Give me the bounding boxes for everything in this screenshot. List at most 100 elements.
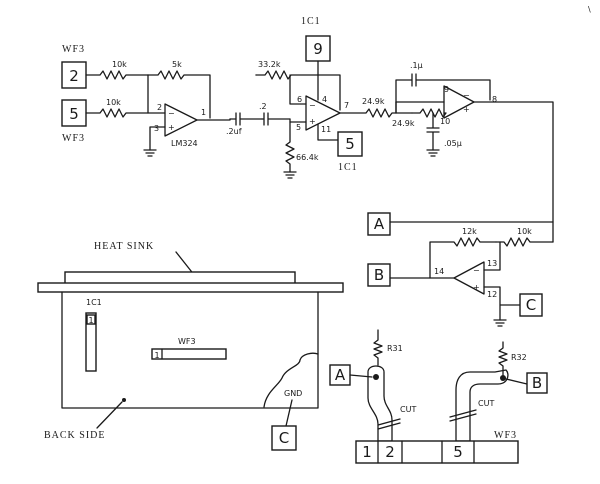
resistor-66k xyxy=(285,121,295,173)
u2-pin6: 6 xyxy=(297,95,302,104)
u2-pin4: 4 xyxy=(322,95,327,104)
heat-sink-plate xyxy=(37,282,344,293)
detail-wf3-label: WF3 xyxy=(494,430,517,441)
wire-u4-inv xyxy=(483,241,501,271)
opamp-u3 xyxy=(443,85,475,119)
stage-2: 1C1 9 33.2k − + 6 4 7 5 11 5 1C1 66.4k xyxy=(255,16,363,179)
back-side-dot xyxy=(122,398,126,402)
connector-c-board xyxy=(271,425,297,451)
capacitor-2-label: .2 xyxy=(259,102,267,111)
ic1-label-top: 1C1 xyxy=(301,16,321,27)
u4-pin12: 12 xyxy=(487,290,497,299)
resistor-33k-label: 33.2k xyxy=(258,60,281,69)
gnd-region-outline xyxy=(263,352,319,408)
buffer-stage: A 10k 12k B − + 14 13 12 C xyxy=(367,212,554,327)
r31-trace xyxy=(367,365,393,442)
wiring-detail: R31 A CUT R32 B CUT WF3 1 2 5 xyxy=(329,329,548,464)
resistor-r32 xyxy=(498,341,508,376)
resistor-249-b xyxy=(411,108,447,118)
connector-a-top-label: A xyxy=(374,215,385,233)
detail-pin2: 2 xyxy=(385,443,395,461)
stage-3: 24.9k .1μ 24.9k .05μ − + 9 10 8 xyxy=(339,61,554,223)
u3-pin9: 9 xyxy=(444,85,449,94)
wire-u2-noninv xyxy=(289,118,307,123)
input-box-5-label: 5 xyxy=(69,105,79,123)
r32-label: R32 xyxy=(511,353,527,362)
ground-symbol-1 xyxy=(143,149,157,157)
u1-pin1: 1 xyxy=(201,108,206,117)
opamp-u2-plus: + xyxy=(309,117,316,126)
resistor-5k-label: 5k xyxy=(172,60,182,69)
resistor-5k xyxy=(147,70,211,119)
resistor-10k-b xyxy=(85,108,149,118)
u1-part-label: LM324 xyxy=(171,139,198,148)
connector-c-top xyxy=(519,293,543,317)
wire-u3-out xyxy=(473,101,554,223)
board-wf3-header xyxy=(151,348,227,360)
cut-mark-1 xyxy=(377,418,401,430)
ground-symbol-3 xyxy=(426,149,440,157)
cut-mark-2 xyxy=(449,409,477,422)
u1-ground-wire xyxy=(149,126,166,151)
r31-solder-dot xyxy=(373,374,379,380)
input-box-2-label: 2 xyxy=(69,67,79,85)
opamp-u1-minus: − xyxy=(168,109,175,118)
u4-pin14: 14 xyxy=(434,267,444,276)
u2-pin7: 7 xyxy=(344,101,349,110)
opamp-u4-plus: + xyxy=(473,283,480,292)
wire-u1-out xyxy=(196,118,231,121)
detail-pin1: 1 xyxy=(362,443,372,461)
board-wf3-label: WF3 xyxy=(178,337,196,346)
wire-u2-inv xyxy=(289,74,307,105)
connector-b-top xyxy=(367,263,391,287)
capacitor-2uf xyxy=(229,112,263,126)
ground-symbol-2 xyxy=(283,171,297,179)
wire-b-detail xyxy=(505,378,528,385)
board-ic1-pin1: 1 xyxy=(88,316,93,325)
heat-sink-label: HEAT SINK xyxy=(94,241,154,252)
r32-trace xyxy=(455,369,509,442)
input-box-2 xyxy=(61,61,87,89)
wire-sum-node xyxy=(147,74,166,114)
u1-pin3: 3 xyxy=(154,124,159,133)
resistor-33k xyxy=(255,70,341,111)
resistor-r31 xyxy=(373,329,383,366)
capacitor-1u xyxy=(395,73,491,114)
board-gnd-label: GND xyxy=(284,389,302,398)
u1-pin2: 2 xyxy=(157,103,162,112)
resistor-10k-c-label: 10k xyxy=(517,227,532,236)
ic1-label-below: 1C1 xyxy=(338,162,358,173)
resistor-249-b-label: 24.9k xyxy=(392,119,415,128)
board-wf3-pin1: 1 xyxy=(154,351,159,360)
resistor-249-a xyxy=(339,108,413,118)
board-view: HEAT SINK 1C1 1 WF3 1 GND C BACK SIDE xyxy=(37,241,344,451)
opamp-u2-minus: − xyxy=(309,101,316,110)
connector-c-board-label: C xyxy=(279,429,289,447)
detail-wf3-connector xyxy=(355,440,519,464)
capacitor-2uf-label: .2uf xyxy=(226,127,242,136)
ground-symbol-4 xyxy=(493,319,507,327)
u3-pin10: 10 xyxy=(440,117,450,126)
opamp-u3-minus: − xyxy=(463,91,470,100)
pin-box-5-label: 5 xyxy=(345,135,355,153)
resistor-12k xyxy=(429,237,497,279)
back-side-label: BACK SIDE xyxy=(44,430,106,441)
back-side-leader xyxy=(96,401,123,429)
cut-label-2: CUT xyxy=(478,399,494,408)
resistor-66k-label: 66.4k xyxy=(296,153,319,162)
opamp-u4-minus: − xyxy=(473,266,480,275)
input-stage: WF3 2 5 WF3 10k 10k 5k − + 2 3 1 LM324 .… xyxy=(61,44,291,157)
opamp-u1-plus: + xyxy=(168,123,175,132)
heat-sink-bar xyxy=(64,271,296,285)
opamp-u1 xyxy=(164,103,198,137)
capacitor-05u-label: .05μ xyxy=(444,139,462,148)
capacitor-05u xyxy=(426,112,440,151)
connector-b-detail xyxy=(526,372,548,394)
connector-a-detail-label: A xyxy=(335,366,346,384)
wire-u4-noninv xyxy=(483,286,521,321)
wire-a-detail xyxy=(349,374,373,378)
u2-pin11: 11 xyxy=(321,125,331,134)
pin-box-9-label: 9 xyxy=(313,40,323,58)
u2-pin5: 5 xyxy=(296,123,301,132)
